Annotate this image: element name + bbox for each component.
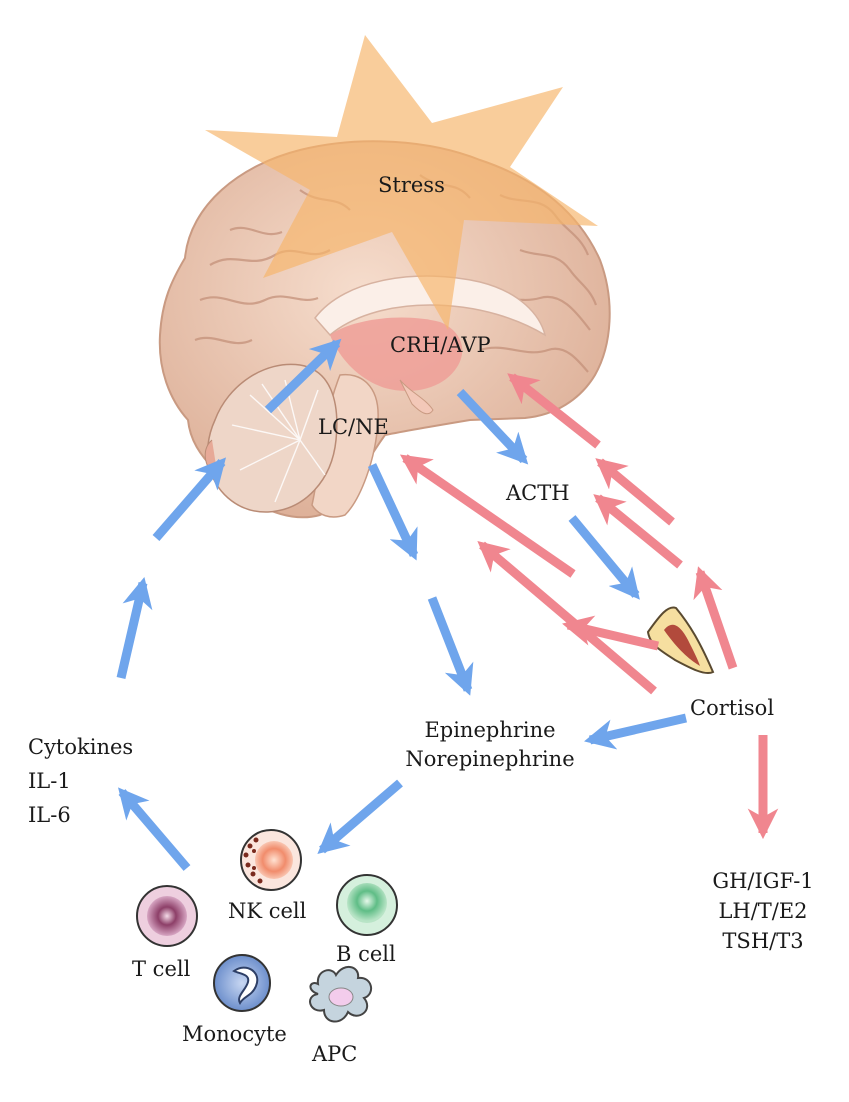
brain-illustration xyxy=(158,140,611,519)
label-monocyte: Monocyte xyxy=(182,1022,287,1046)
arrow-lcne-to-hypothalamus xyxy=(264,338,342,414)
label-norepinephrine: Norepinephrine xyxy=(405,747,575,771)
apc-illustration xyxy=(309,966,373,1023)
label-gh-igf1: GH/IGF-1 xyxy=(712,869,814,893)
label-tsh-t3: TSH/T3 xyxy=(722,929,804,953)
nk-cell-illustration xyxy=(240,829,302,891)
label-crh-avp: CRH/AVP xyxy=(390,333,491,357)
arrow-cortisol-feedback-4 xyxy=(507,373,601,449)
label-cytokines: Cytokines xyxy=(28,735,134,759)
t-cell-illustration xyxy=(136,885,198,947)
monocyte-illustration xyxy=(213,954,271,1012)
arrow-cortisol-to-epinephrine xyxy=(584,713,688,750)
label-b-cell: B cell xyxy=(336,942,396,966)
label-cortisol: Cortisol xyxy=(690,696,775,720)
arrow-cortisol-feedback-6 xyxy=(593,494,683,569)
stress-star xyxy=(205,35,598,330)
arrow-cortisol-feedback-1 xyxy=(399,454,576,578)
arrow-acth-to-adrenal xyxy=(568,515,640,600)
arrow-cytokines-up xyxy=(116,577,153,680)
label-epinephrine: Epinephrine xyxy=(424,718,556,742)
arrow-crh-to-acth xyxy=(456,388,529,465)
label-il6: IL-6 xyxy=(28,803,71,827)
arrow-cortisol-feedback-7 xyxy=(693,566,738,670)
arrow-to-brain xyxy=(152,457,227,541)
adrenal-gland-illustration xyxy=(646,606,715,674)
stimulatory-arrows xyxy=(116,338,688,871)
arrow-epinephrine-to-nk xyxy=(317,779,403,854)
arrow-lcne-down-1 xyxy=(367,463,419,561)
label-apc: APC xyxy=(312,1042,358,1066)
arrow-lcne-down-2 xyxy=(427,596,474,696)
label-t-cell: T cell xyxy=(132,957,191,981)
arrow-cortisol-feedback-3 xyxy=(562,615,660,651)
label-stress: Stress xyxy=(378,173,445,197)
inhibitory-arrows xyxy=(399,373,779,840)
label-lh-t-e2: LH/T/E2 xyxy=(718,899,808,923)
label-nk-cell: NK cell xyxy=(228,899,307,923)
label-acth: ACTH xyxy=(506,481,570,505)
label-lc-ne: LC/NE xyxy=(318,415,389,439)
b-cell-illustration xyxy=(336,874,398,936)
arrow-immune-to-cytokines xyxy=(118,787,191,871)
label-il1: IL-1 xyxy=(28,769,71,793)
arrow-cortisol-feedback-5 xyxy=(595,458,675,526)
